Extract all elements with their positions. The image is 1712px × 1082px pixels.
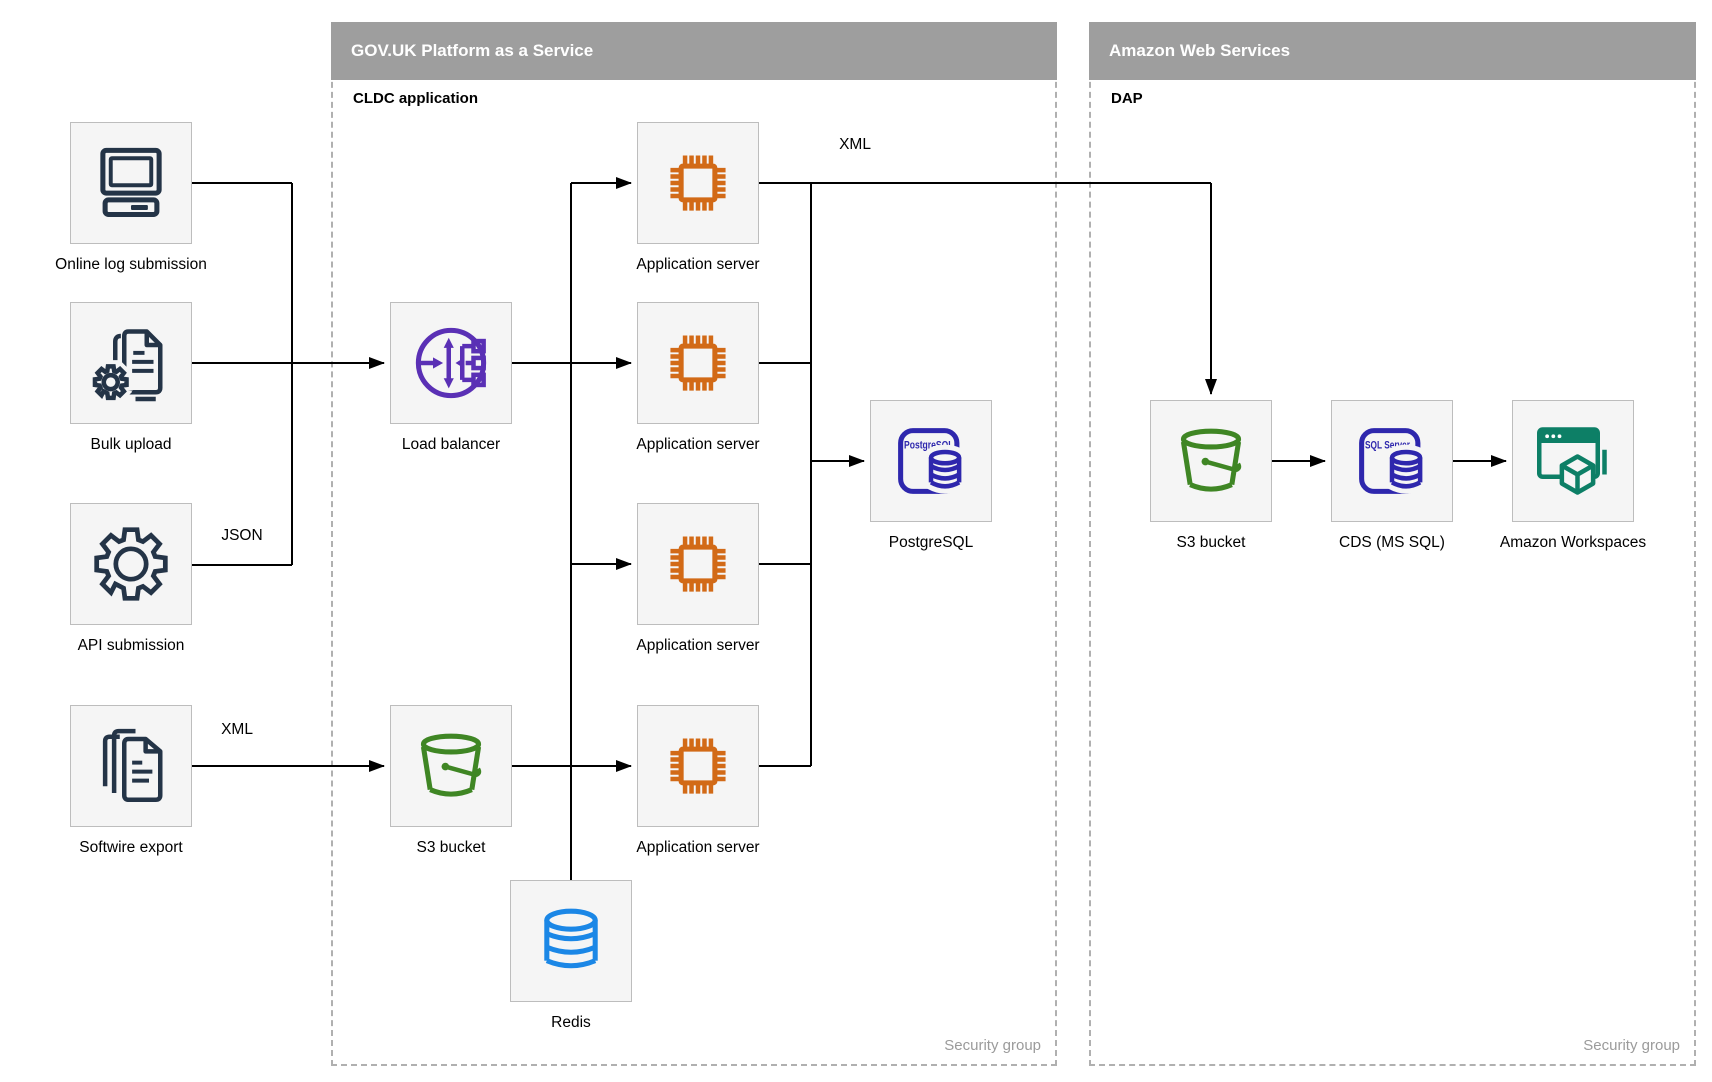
- security-group-label: Security group: [1583, 1037, 1680, 1054]
- document-gear-icon: [70, 302, 192, 424]
- edge-label-xml-softwire: XML: [221, 721, 253, 738]
- container-aws: Amazon Web Services DAP Security group: [1089, 22, 1696, 1066]
- node-app-server-2: Application server: [636, 302, 760, 453]
- node-online-log-submission: Online log submission: [55, 122, 207, 273]
- node-postgresql: PostgreSQL PostgreSQL: [870, 400, 992, 551]
- container-paas-header: GOV.UK Platform as a Service: [331, 22, 1057, 80]
- node-label: S3 bucket: [1176, 534, 1246, 551]
- cpu-chip-icon: [637, 122, 759, 244]
- node-label: S3 bucket: [416, 839, 486, 856]
- node-label: Application server: [636, 256, 760, 273]
- node-label: Application server: [636, 637, 760, 654]
- security-group-label: Security group: [944, 1037, 1041, 1054]
- desktop-computer-icon: [70, 122, 192, 244]
- node-label: Softwire export: [79, 839, 183, 856]
- cpu-chip-icon: [637, 503, 759, 625]
- edge-label-json: JSON: [221, 527, 263, 544]
- node-label: Application server: [636, 436, 760, 453]
- node-app-server-1: Application server: [636, 122, 760, 273]
- gear-icon: [70, 503, 192, 625]
- postgresql-icon: PostgreSQL: [870, 400, 992, 522]
- container-aws-subtitle: DAP: [1111, 90, 1143, 107]
- database-cylinder-icon: [510, 880, 632, 1002]
- container-paas-subtitle: CLDC application: [353, 90, 479, 107]
- amazon-workspaces-icon: [1512, 400, 1634, 522]
- node-app-server-4: Application server: [636, 705, 760, 856]
- node-amazon-workspaces: Amazon Workspaces: [1500, 400, 1646, 551]
- load-balancer-icon: [390, 302, 512, 424]
- node-label: CDS (MS SQL): [1339, 534, 1445, 551]
- cpu-chip-icon: [637, 705, 759, 827]
- node-load-balancer: Load balancer: [390, 302, 512, 453]
- s3-bucket-icon: [1150, 400, 1272, 522]
- node-label: API submission: [77, 637, 185, 654]
- node-bulk-upload: Bulk upload: [70, 302, 192, 453]
- documents-stack-icon: [70, 705, 192, 827]
- node-redis: Redis: [510, 880, 632, 1031]
- node-label: Amazon Workspaces: [1499, 534, 1647, 551]
- node-cds-mssql: SQL Server CDS (MS SQL): [1331, 400, 1453, 551]
- node-label: Application server: [636, 839, 760, 856]
- node-app-server-3: Application server: [636, 503, 760, 654]
- edge-label-xml-top: XML: [839, 136, 871, 153]
- node-s3-bucket-aws: S3 bucket: [1150, 400, 1272, 551]
- node-label: Online log submission: [55, 256, 207, 273]
- s3-bucket-icon: [390, 705, 512, 827]
- container-aws-header: Amazon Web Services: [1089, 22, 1696, 80]
- sql-server-icon: SQL Server: [1331, 400, 1453, 522]
- node-api-submission: API submission: [70, 503, 192, 654]
- node-label: Redis: [551, 1014, 591, 1031]
- node-label: PostgreSQL: [888, 534, 974, 551]
- node-softwire-export: Softwire export: [70, 705, 192, 856]
- node-s3-bucket-paas: S3 bucket: [390, 705, 512, 856]
- cpu-chip-icon: [637, 302, 759, 424]
- node-label: Load balancer: [401, 436, 501, 453]
- container-paas: GOV.UK Platform as a Service CLDC applic…: [331, 22, 1057, 1066]
- node-label: Bulk upload: [90, 436, 172, 453]
